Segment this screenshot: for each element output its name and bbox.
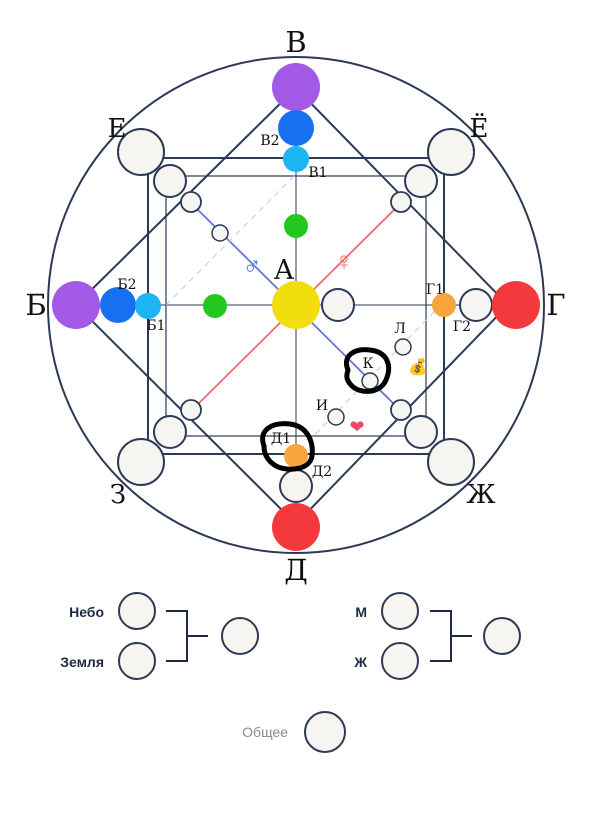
zh-circle[interactable]: [381, 642, 419, 680]
mid-circle-bl[interactable]: [153, 415, 187, 449]
small-circle-bl[interactable]: [180, 399, 202, 421]
marker-around-d1: [260, 421, 315, 472]
label-d1: Д1: [271, 431, 291, 447]
circle-d2[interactable]: [279, 469, 313, 503]
label-corner-bl: З: [110, 480, 126, 510]
inner-circle-male-top[interactable]: [211, 224, 229, 242]
corner-circle-tr[interactable]: [427, 128, 475, 176]
circle-a[interactable]: [272, 281, 320, 329]
circle-d[interactable]: [272, 503, 320, 551]
outer-circle: [47, 56, 545, 554]
label-l: Л: [394, 321, 406, 337]
label-bottom: Д: [284, 553, 308, 587]
circle-l[interactable]: [394, 338, 412, 356]
label-left: Б: [25, 288, 46, 322]
right-sum-circle[interactable]: [483, 617, 521, 655]
m-circle[interactable]: [381, 592, 419, 630]
label-right: Г: [546, 288, 565, 322]
label-b1: Б1: [146, 318, 165, 334]
dashed-line-top: [165, 169, 301, 306]
label-corner-tl: Е: [108, 114, 127, 144]
circle-v[interactable]: [272, 63, 320, 111]
circle-center-right[interactable]: [321, 288, 355, 322]
label-zemlya: Земля: [60, 654, 104, 670]
total-circle[interactable]: [304, 711, 346, 753]
label-v1: В1: [308, 165, 327, 181]
zemlya-circle[interactable]: [118, 642, 156, 680]
corner-circle-tl[interactable]: [117, 128, 165, 176]
corner-circle-br[interactable]: [427, 438, 475, 486]
circle-b2[interactable]: [100, 287, 136, 323]
bottom-panel: Небо Земля М Ж Общее: [60, 592, 521, 753]
circle-k[interactable]: [361, 372, 379, 390]
circle-b[interactable]: [52, 281, 100, 329]
label-g1: Г1: [426, 282, 444, 298]
label-m: М: [355, 604, 367, 620]
label-zh: Ж: [353, 654, 367, 670]
label-d2: Д2: [312, 464, 332, 480]
money-bag-icon: 💰: [408, 357, 428, 376]
nebo-circle[interactable]: [118, 592, 156, 630]
mid-circle-tr[interactable]: [404, 164, 438, 198]
circle-v2[interactable]: [278, 110, 314, 146]
circle-g2[interactable]: [459, 288, 493, 322]
label-i: И: [316, 398, 328, 414]
label-total: Общее: [242, 724, 288, 740]
label-k: К: [363, 356, 374, 372]
corner-circle-bl[interactable]: [117, 438, 165, 486]
label-center: А: [274, 255, 295, 286]
male-sign-icon: ♂: [242, 251, 262, 281]
heart-icon: ❤: [349, 417, 364, 437]
label-v2: В2: [260, 133, 279, 149]
circle-d1[interactable]: [284, 444, 308, 468]
circle-v1[interactable]: [283, 146, 309, 172]
circle-g[interactable]: [492, 281, 540, 329]
left-bracket: [166, 610, 208, 662]
right-bracket: [430, 610, 472, 662]
mid-circle-tl[interactable]: [153, 164, 187, 198]
left-sum-circle[interactable]: [221, 617, 259, 655]
label-nebo: Небо: [69, 604, 104, 620]
circle-g1[interactable]: [432, 293, 456, 317]
female-sign-icon: ♀: [334, 246, 354, 276]
circle-i[interactable]: [327, 408, 345, 426]
label-top: В: [285, 25, 306, 59]
marker-around-k: [344, 347, 392, 394]
label-g2: Г2: [453, 319, 471, 335]
small-circle-br[interactable]: [390, 399, 412, 421]
small-circle-tr[interactable]: [390, 191, 412, 213]
label-corner-br: Ж: [466, 480, 495, 510]
circle-green-left[interactable]: [203, 294, 227, 318]
label-b2: Б2: [117, 277, 136, 293]
mid-circle-br[interactable]: [404, 415, 438, 449]
label-corner-tr: Ё: [470, 113, 489, 144]
circle-b1[interactable]: [135, 293, 161, 319]
small-circle-tl[interactable]: [180, 191, 202, 213]
circle-green-top[interactable]: [284, 214, 308, 238]
